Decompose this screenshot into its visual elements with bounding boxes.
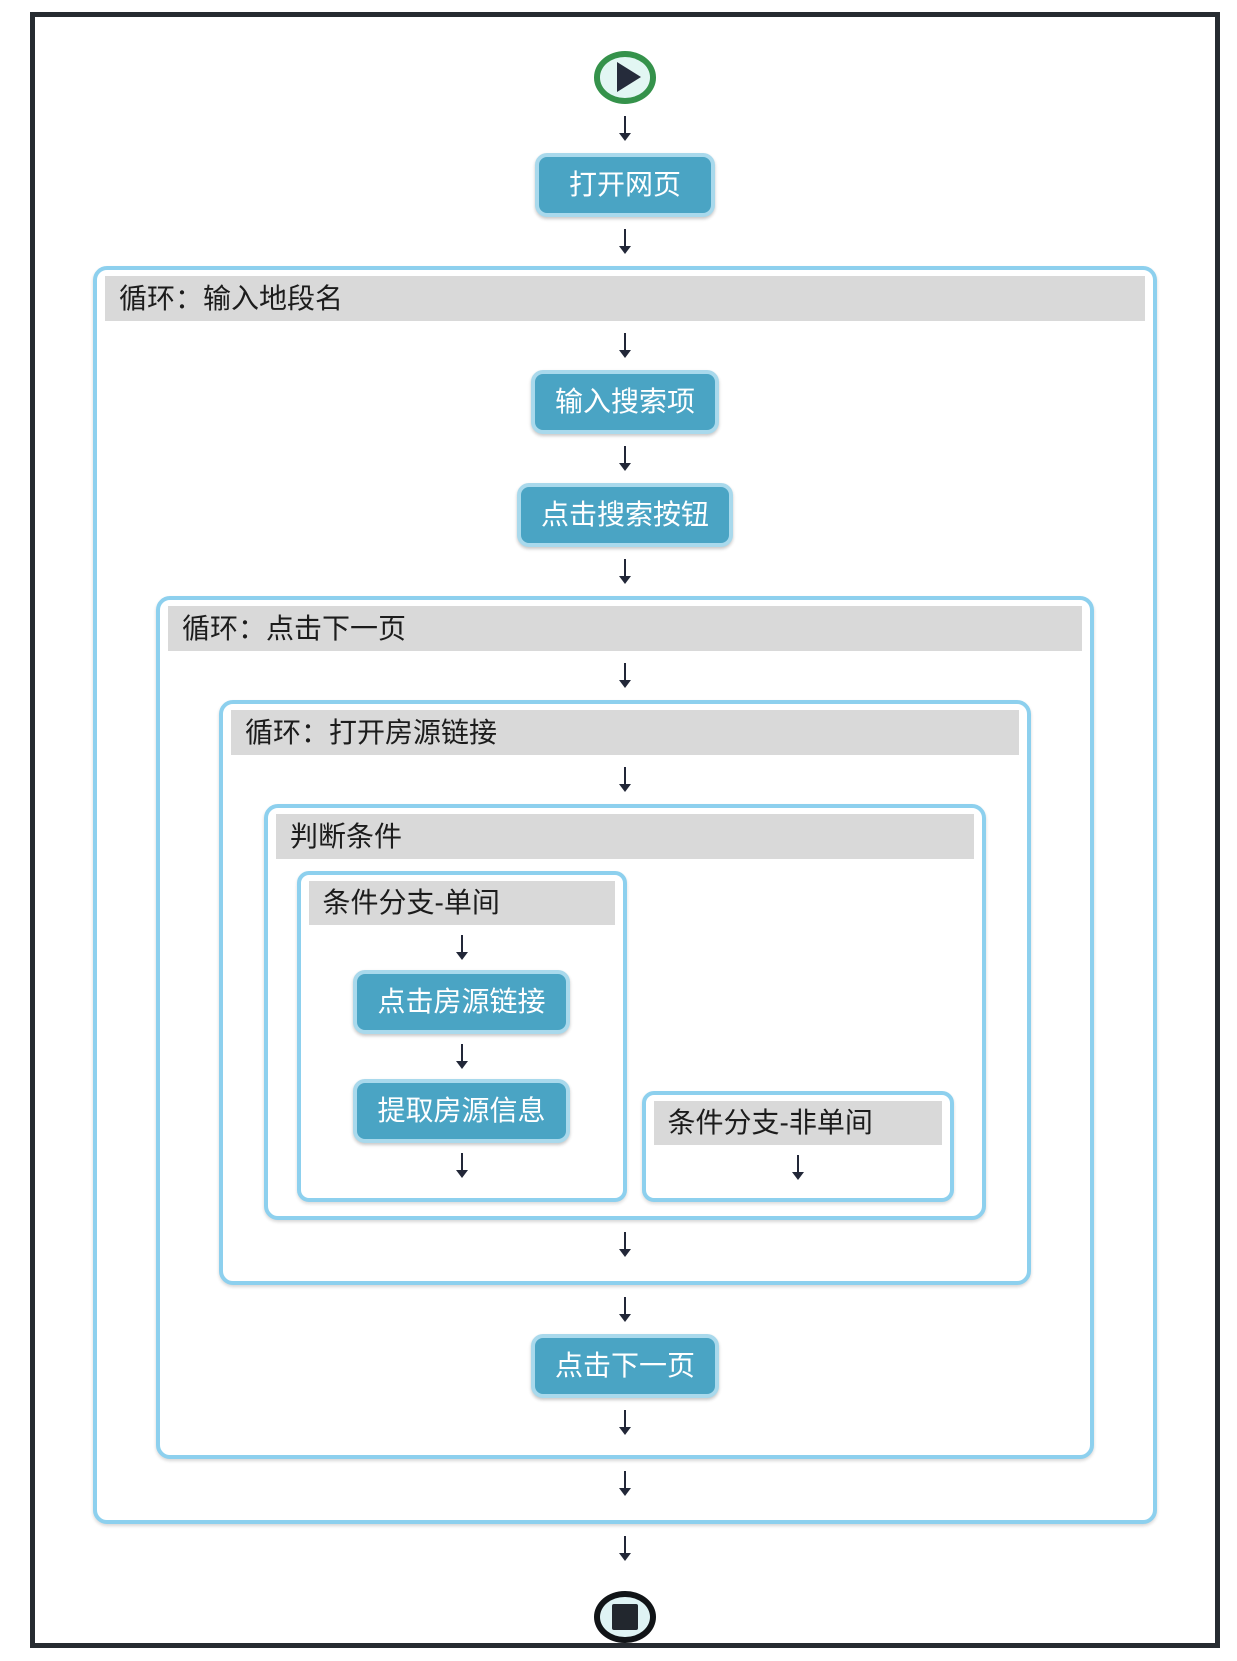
flow-arrow-down-icon bbox=[619, 662, 631, 688]
condition-header[interactable]: 判断条件 bbox=[276, 813, 974, 859]
branch-single-room-header[interactable]: 条件分支-单间 bbox=[308, 880, 615, 925]
branch-not-single-room-header[interactable]: 条件分支-非单间 bbox=[653, 1100, 942, 1145]
branch-not-single-room: 条件分支-非单间 bbox=[641, 1090, 954, 1202]
flow-arrow-down-icon bbox=[619, 332, 631, 358]
loop-open-listing-link-header[interactable]: 循环：打开房源链接 bbox=[231, 709, 1019, 755]
loop-open-listing-link: 循环：打开房源链接 判断条件 条件分支-单间 点击房源链接 bbox=[219, 699, 1031, 1285]
workflow-frame: 打开网页 循环：输入地段名 输入搜索项 点击搜索按钮 循环：点击下一页 循环：打… bbox=[30, 12, 1220, 1648]
flow-arrow-down-icon bbox=[619, 766, 631, 792]
node-open-webpage[interactable]: 打开网页 bbox=[535, 152, 715, 217]
flow-arrow-down-icon bbox=[455, 1043, 468, 1069]
flow-arrow-down-icon bbox=[455, 1152, 468, 1178]
flow-arrow-down-icon bbox=[619, 445, 631, 471]
loop-click-next-page: 循环：点击下一页 循环：打开房源链接 判断条件 条件分支-单间 bbox=[156, 595, 1094, 1459]
condition-branches-row: 条件分支-单间 点击房源链接 提取房源信息 条件分支-非单间 bbox=[296, 870, 954, 1202]
stop-icon bbox=[612, 1603, 638, 1630]
flow-arrow-down-icon bbox=[619, 1409, 631, 1435]
node-click-next-page[interactable]: 点击下一页 bbox=[530, 1333, 719, 1398]
condition-container: 判断条件 条件分支-单间 点击房源链接 提取房源信息 bbox=[264, 803, 986, 1220]
flow-arrow-down-icon bbox=[619, 1231, 631, 1257]
flow-arrow-down-icon bbox=[619, 1296, 631, 1322]
flow-arrow-down-icon bbox=[455, 934, 468, 960]
node-input-search-term[interactable]: 输入搜索项 bbox=[530, 369, 719, 434]
loop-input-district: 循环：输入地段名 输入搜索项 点击搜索按钮 循环：点击下一页 循环：打开房源链接… bbox=[93, 265, 1157, 1524]
flow-arrow-down-icon bbox=[619, 115, 631, 141]
node-click-search-button[interactable]: 点击搜索按钮 bbox=[516, 482, 733, 547]
flow-arrow-down-icon bbox=[619, 1470, 631, 1496]
flow-arrow-down-icon bbox=[619, 558, 631, 584]
end-node[interactable] bbox=[594, 1590, 656, 1643]
loop-click-next-page-header[interactable]: 循环：点击下一页 bbox=[168, 605, 1082, 651]
flow-arrow-down-icon bbox=[619, 228, 631, 254]
node-click-listing-link[interactable]: 点击房源链接 bbox=[353, 969, 570, 1034]
play-icon bbox=[616, 62, 641, 93]
loop-input-district-header[interactable]: 循环：输入地段名 bbox=[105, 275, 1145, 321]
flow-arrow-down-icon bbox=[619, 1535, 631, 1561]
flow-arrow-down-icon bbox=[791, 1154, 804, 1180]
start-node[interactable] bbox=[594, 51, 656, 104]
branch-single-room: 条件分支-单间 点击房源链接 提取房源信息 bbox=[296, 870, 627, 1202]
node-extract-listing-info[interactable]: 提取房源信息 bbox=[353, 1078, 570, 1143]
